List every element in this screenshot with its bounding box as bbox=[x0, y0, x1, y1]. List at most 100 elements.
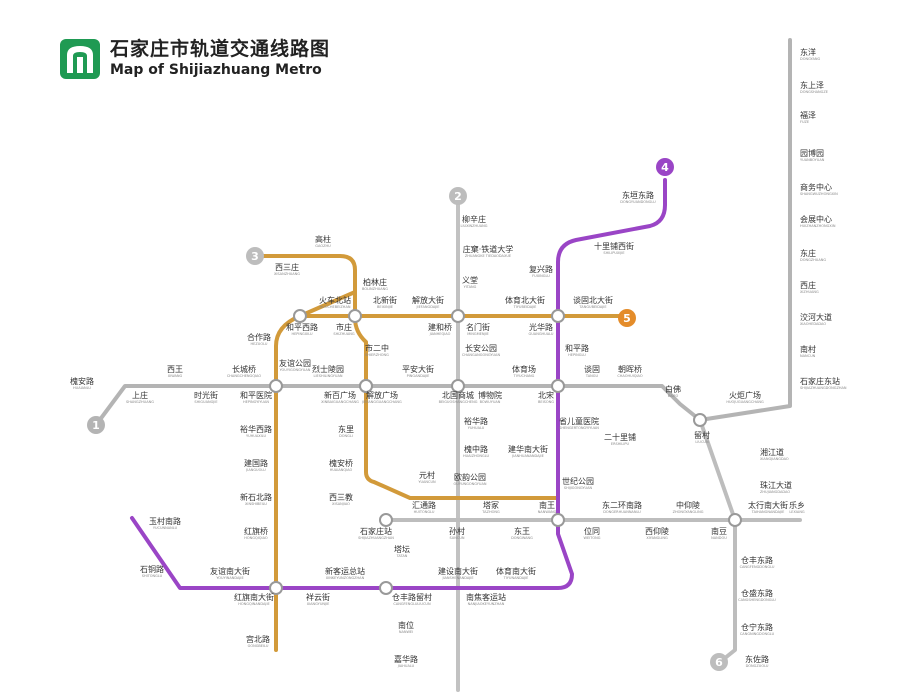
line-number: 4 bbox=[661, 161, 669, 174]
line-6-path bbox=[384, 418, 802, 664]
line-4-badge: 4 bbox=[656, 158, 674, 176]
station-name-en: YUANBOYUAN bbox=[800, 158, 825, 162]
station-name-zh: 湘江道 bbox=[760, 447, 784, 457]
transfer-ring bbox=[379, 513, 393, 527]
station-name-zh: 光华路 bbox=[529, 322, 553, 332]
line-3-badge: 3 bbox=[246, 247, 264, 265]
station-name-en: YITANG bbox=[464, 285, 477, 289]
station-name-zh: 义堂 bbox=[462, 275, 478, 285]
transfer-ring bbox=[348, 309, 362, 323]
station-name-en: HONGQINANDAJIE bbox=[238, 602, 269, 606]
station-name-en: XIANGYUNJIE bbox=[307, 602, 330, 606]
station-name-zh: 和平西路 bbox=[286, 322, 318, 332]
station-name-zh: 建国路 bbox=[244, 458, 268, 468]
station-name-en: HUITONGLU bbox=[414, 510, 435, 514]
station-name-en: TIYUBEIDAJIE bbox=[513, 305, 537, 309]
station-name-zh: 塔冢 bbox=[483, 500, 499, 510]
transfer-ring bbox=[293, 309, 307, 323]
station-name-en: NANDOU bbox=[711, 536, 727, 540]
station-name-zh: 平安大街 bbox=[402, 364, 434, 374]
station-name-en: LIUXINZHUANG bbox=[461, 224, 488, 228]
station-name-en: TATAN bbox=[396, 554, 408, 558]
station-name-zh: 新客运总站 bbox=[325, 566, 365, 576]
station-name-zh: 仓盛东路 bbox=[741, 588, 773, 598]
station-name-en: SUNCUN bbox=[449, 536, 464, 540]
station-name-en: TIYUCHANG bbox=[513, 374, 535, 378]
line-6-badge: 6 bbox=[710, 653, 728, 671]
station-name-zh: 洨河大道 bbox=[800, 312, 832, 322]
station-name-en: NANJIAOKEYUNZHAN bbox=[468, 602, 505, 606]
station-name-en: XIZHUANG bbox=[800, 290, 819, 294]
station-name-zh: 和平路 bbox=[565, 343, 589, 353]
station-name-en: XIWANG bbox=[168, 374, 183, 378]
station-name-en: HONGQIQIAO bbox=[244, 536, 268, 540]
transfer-ring bbox=[359, 379, 373, 393]
station-name-en: LEXIANG bbox=[789, 510, 805, 514]
map-title-zh: 石家庄市轨道交通线路图 bbox=[110, 38, 331, 60]
station-name-zh: 市二中 bbox=[365, 343, 389, 353]
station-name-en: NANCUN bbox=[800, 354, 816, 358]
station-name-zh: 裕华路 bbox=[464, 416, 488, 426]
station-name-zh: 柳辛庄 bbox=[462, 214, 486, 224]
station-name-en: YUHUAXILU bbox=[246, 434, 266, 438]
line-number: 5 bbox=[623, 312, 631, 325]
station-name-zh: 福泽 bbox=[800, 111, 816, 120]
station-name-zh: 友谊南大街 bbox=[210, 566, 250, 576]
station-name-zh: 仓丰东路 bbox=[741, 555, 773, 565]
station-name-en: DONGERHUANNANLU bbox=[603, 510, 641, 514]
station-name-zh: 合作路 bbox=[247, 332, 271, 342]
station-name-en: CANGFENGDONGLU bbox=[740, 565, 775, 569]
station-name-en: LIESHILINGYUAN bbox=[314, 374, 343, 378]
station-name-zh: 体育场 bbox=[512, 364, 536, 374]
station-name-zh: 博物院 bbox=[478, 390, 502, 400]
station-name-en: SHENGERTONGYIYUAN bbox=[559, 426, 599, 430]
station-name-zh: 石铜路 bbox=[140, 564, 164, 574]
station-name-zh: 位同 bbox=[584, 526, 600, 536]
station-name-en: JIANGUOLU bbox=[245, 468, 266, 472]
station-name-zh: 西仰陵 bbox=[645, 526, 669, 536]
station-name-en: DONGWANG bbox=[511, 536, 533, 540]
line-1-path bbox=[94, 38, 792, 427]
line-1-badge: 1 bbox=[87, 416, 105, 434]
station-name-zh: 玉村南路 bbox=[149, 516, 181, 526]
station-name-en: BEIGUOSHANGCHENG bbox=[439, 400, 478, 404]
station-name-zh: 建和桥 bbox=[428, 322, 452, 332]
station-name-en: HUOJUGUANGCHANG bbox=[726, 400, 764, 404]
station-name-zh: 柏林庄 bbox=[363, 277, 387, 287]
station-name-zh: 槐安路 bbox=[70, 376, 94, 386]
station-name-zh: 欧韵公园 bbox=[454, 472, 486, 482]
station-name-zh: 东洋 bbox=[800, 47, 816, 57]
transfer-ring bbox=[451, 309, 465, 323]
station-name-zh: 体育北大街 bbox=[505, 295, 545, 305]
